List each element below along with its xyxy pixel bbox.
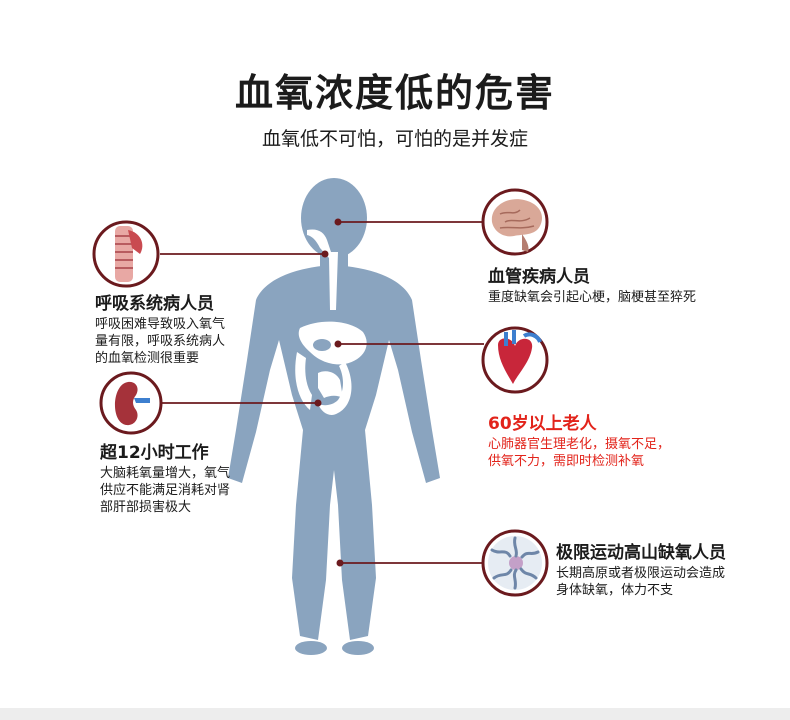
callout-respiratory: 呼吸系统病人员 呼吸困难导致吸入氧气 量有限，呼吸系统病人 的血氧检测很重要 [95, 292, 225, 367]
lung-trachea-icon [92, 220, 160, 288]
callout-respiratory-line-3: 的血氧检测很重要 [95, 351, 200, 366]
callout-elderly-title: 60岁以上老人 [488, 414, 597, 434]
callout-vascular: 血管疾病人员 重度缺氧会引起心梗，脑梗甚至猝死 [488, 265, 696, 306]
callout-elderly-line-2: 供氧不力，需即时检测补氧 [488, 454, 645, 469]
brain-icon [481, 188, 549, 256]
callout-altitude-line-2: 身体缺氧，体力不支 [556, 583, 674, 598]
callout-overwork-line-1: 大脑耗氧量增大，氧气 [100, 466, 231, 481]
page-subtitle: 血氧低不可怕，可怕的是并发症 [261, 128, 528, 150]
callout-vascular-line-1: 重度缺氧会引起心梗，脑梗甚至猝死 [488, 290, 697, 305]
bottom-band [0, 708, 790, 720]
callout-overwork-title: 超12小时工作 [100, 443, 209, 463]
stomach-shape [298, 321, 367, 365]
human-silhouette [228, 178, 440, 655]
kidney-icon [99, 371, 163, 435]
callout-vascular-title: 血管疾病人员 [488, 267, 590, 287]
callout-respiratory-line-1: 呼吸困难导致吸入氧气 [95, 317, 226, 332]
connector-lines [160, 221, 484, 564]
callout-overwork-line-2: 供应不能满足消耗对肾 [100, 483, 231, 498]
page-title: 血氧浓度低的危害 [234, 71, 555, 115]
heart-icon [481, 326, 549, 394]
callout-altitude: 极限运动高山缺氧人员 长期高原或者极限运动会造成 身体缺氧，体力不支 [556, 541, 726, 599]
callout-overwork: 超12小时工作 大脑耗氧量增大，氧气 供应不能满足消耗对肾 部肝部损害极大 [100, 441, 230, 516]
callout-altitude-title: 极限运动高山缺氧人员 [556, 543, 726, 563]
cell-icon [481, 529, 549, 597]
callout-elderly: 60岁以上老人 心肺器官生理老化，摄氧不足， 供氧不力，需即时检测补氧 [488, 412, 670, 470]
internal-organs [295, 229, 367, 415]
callout-respiratory-title: 呼吸系统病人员 [95, 294, 214, 314]
callout-elderly-line-1: 心肺器官生理老化，摄氧不足， [488, 437, 671, 452]
connector-dots [314, 218, 344, 567]
callout-overwork-line-3: 部肝部损害极大 [100, 500, 192, 515]
callout-respiratory-line-2: 量有限，呼吸系统病人 [95, 334, 226, 349]
callout-altitude-line-1: 长期高原或者极限运动会造成 [556, 566, 726, 581]
